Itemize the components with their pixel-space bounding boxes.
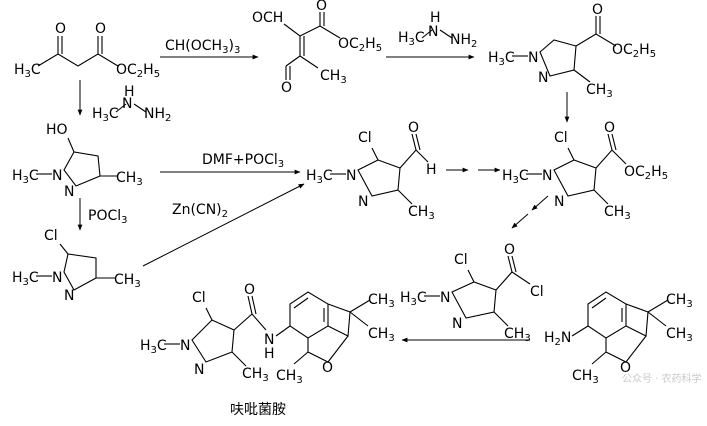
svg-text:N: N (122, 96, 132, 112)
arrow-cyanation (142, 183, 305, 267)
svg-text:N: N (528, 50, 538, 66)
svg-text:CH3: CH3 (408, 204, 435, 222)
svg-text:H3C: H3C (502, 168, 529, 186)
svg-text:O: O (592, 2, 603, 18)
svg-text:H3C: H3C (92, 106, 119, 124)
svg-text:CH3: CH3 (276, 368, 303, 386)
svg-text:H: H (124, 84, 135, 100)
svg-text:H3C: H3C (398, 30, 425, 48)
svg-text:Cl: Cl (530, 284, 544, 300)
svg-text:OC2H5: OC2H5 (612, 42, 656, 60)
svg-text:H2N: H2N (544, 330, 571, 348)
svg-text:CH3: CH3 (116, 170, 143, 188)
svg-text:H: H (426, 162, 437, 178)
svg-text:N: N (542, 168, 552, 184)
compound-acetoacetate: H3C O O OC2H5 (14, 21, 160, 80)
svg-text:N: N (264, 332, 274, 348)
svg-text:O: O (281, 80, 292, 96)
svg-text:CH3: CH3 (666, 326, 693, 344)
svg-text:OC2H5: OC2H5 (624, 164, 668, 182)
svg-text:CH3: CH3 (666, 292, 693, 310)
svg-text:NH2: NH2 (450, 32, 477, 50)
svg-text:CH3: CH3 (320, 68, 347, 86)
svg-text:N: N (180, 338, 190, 354)
svg-text:H3C: H3C (306, 168, 333, 186)
svg-text:N: N (64, 288, 74, 304)
svg-text:CH3: CH3 (572, 368, 599, 386)
svg-text:O: O (408, 120, 419, 136)
reagent-methylhydrazine-top: H3C H N NH2 (398, 10, 477, 50)
arrow-hydrolysis (531, 195, 549, 211)
svg-text:HO: HO (46, 122, 68, 138)
svg-text:H3C: H3C (12, 270, 39, 288)
svg-text:O: O (95, 21, 106, 37)
svg-text:CH3: CH3 (368, 326, 395, 344)
svg-text:NH2: NH2 (144, 106, 171, 124)
compound-hydroxypyrazole: HO H3C N N CH3 (12, 122, 143, 200)
svg-text:H: H (430, 10, 441, 26)
svg-text:N: N (64, 184, 74, 200)
svg-text:N: N (452, 316, 462, 332)
svg-text:O: O (504, 242, 515, 258)
watermark: 公众号 · 农药科学 (622, 372, 702, 385)
compound-acyl-chloride: Cl H3C N N O Cl CH3 (400, 242, 544, 344)
compound-methoxymethylene: OCH O OC2H5 O CH3 (252, 0, 382, 96)
compound-chloro-ester: Cl H3C N N O OC2H5 CH3 (502, 120, 668, 222)
reagent-methylhydrazine-left: H3C H N NH2 (92, 84, 171, 124)
svg-text:O: O (322, 360, 333, 376)
svg-text:O: O (604, 120, 615, 136)
svg-text:H3C: H3C (140, 338, 167, 356)
svg-text:CH3: CH3 (586, 82, 613, 100)
svg-text:H3C: H3C (400, 290, 427, 308)
svg-text:O: O (620, 360, 631, 376)
svg-text:Cl: Cl (554, 130, 568, 146)
reagent-orthoformate: CH(OCH3)3 (165, 38, 240, 56)
svg-text:N: N (346, 168, 356, 184)
svg-text:OC2H5: OC2H5 (116, 62, 160, 80)
reagent-pocl3: POCl3 (88, 208, 128, 226)
svg-text:OC2H5: OC2H5 (338, 36, 382, 54)
svg-text:N: N (554, 194, 564, 210)
svg-text:Cl: Cl (192, 290, 206, 306)
svg-text:O: O (55, 21, 66, 37)
svg-text:H3C: H3C (14, 62, 41, 80)
svg-text:N: N (194, 362, 204, 378)
svg-text:CH3: CH3 (504, 326, 531, 344)
compound-chloro-aldehyde: Cl H3C N N O H CH3 (306, 120, 437, 222)
compound-product: Cl H3C N N O N H O CH3 CH3 CH3 CH3 (140, 282, 395, 386)
svg-text:Cl: Cl (358, 130, 372, 146)
compound-pyrazole-ester: H3C N N O OC2H5 CH3 (488, 2, 656, 100)
svg-text:N: N (428, 24, 438, 40)
svg-text:N: N (440, 290, 450, 306)
svg-text:N: N (538, 70, 548, 86)
product-name: 呋吡菌胺 (230, 402, 286, 418)
svg-text:N: N (52, 168, 62, 184)
svg-text:CH3: CH3 (242, 366, 269, 384)
compound-aminophthalan: H2N O CH3 CH3 CH3 (544, 291, 693, 386)
svg-text:CH3: CH3 (114, 272, 141, 290)
svg-text:O: O (244, 282, 255, 298)
svg-text:Cl: Cl (44, 228, 58, 244)
svg-text:H3C: H3C (488, 50, 515, 68)
svg-text:O: O (316, 0, 327, 14)
svg-text:Cl: Cl (454, 252, 468, 268)
svg-text:CH3: CH3 (368, 292, 395, 310)
svg-text:N: N (358, 194, 368, 210)
svg-text:OCH: OCH (252, 10, 283, 26)
compound-chloropyrazole: Cl H3C N N CH3 (12, 228, 141, 304)
reagent-vilsmeier: DMF+POCl3 (202, 152, 284, 170)
arrow-acyl-chloride (511, 213, 529, 229)
svg-text:H3C: H3C (12, 168, 39, 186)
svg-text:N: N (52, 270, 62, 286)
svg-text:H: H (264, 346, 275, 362)
reagent-zn-cn: Zn(CN)2 (172, 202, 228, 220)
svg-text:CH3: CH3 (604, 204, 631, 222)
